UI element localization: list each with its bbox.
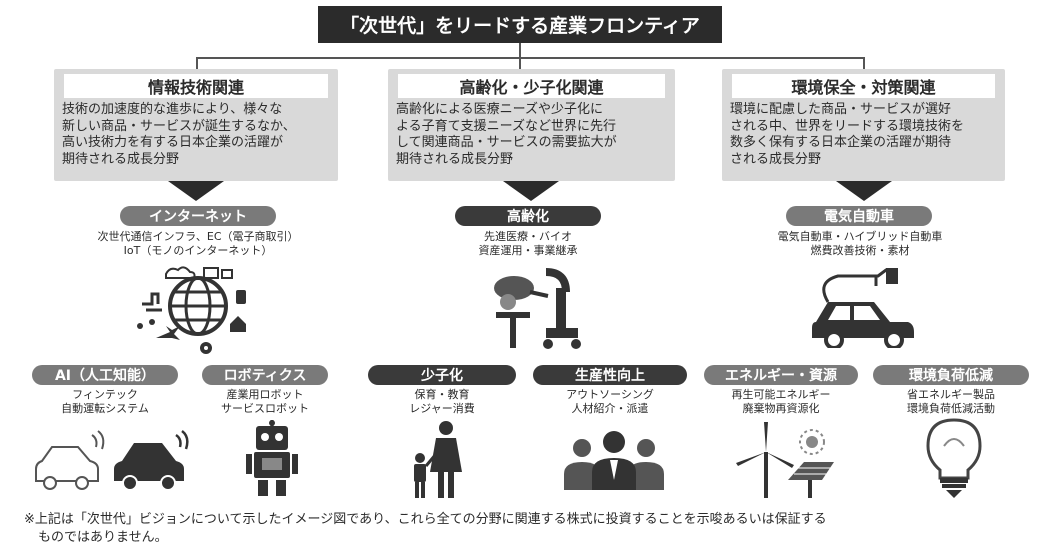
robot-icon bbox=[246, 420, 298, 496]
topic-subtext: 電気自動車・ハイブリッド自動車燃費改善技術・素材 bbox=[777, 230, 943, 257]
topic-pill-aging: 高齢化 bbox=[455, 206, 601, 226]
led-bulb-icon bbox=[926, 418, 982, 498]
topic-subtext: 再生可能エネルギー廃棄物再資源化 bbox=[731, 388, 831, 415]
business-people-icon bbox=[564, 431, 664, 490]
connector-right bbox=[863, 57, 865, 69]
category-title: 環境保全・対策関連 bbox=[732, 74, 995, 98]
category-title: 情報技術関連 bbox=[64, 74, 328, 98]
wind-solar-icon bbox=[736, 422, 834, 498]
category-description: 技術の加速度的な進歩により、様々な新しい商品・サービスが誕生するなか、 高い技術… bbox=[62, 102, 296, 167]
down-arrow-icon bbox=[836, 181, 892, 201]
topic-pill-robotics: ロボティクス bbox=[202, 365, 328, 385]
category-box-aging: 高齢化・少子化関連 高齢化による医療ニーズや少子化による子育て支援ニーズなど世界… bbox=[388, 69, 675, 181]
topic-pill-ev: 電気自動車 bbox=[786, 206, 932, 226]
topic-subtext: 次世代通信インフラ、EC（電子商取引）IoT（モノのインターネット） bbox=[97, 230, 299, 257]
disclaimer-note: ※上記は「次世代」ビジョンについて示したイメージ図であり、これら全ての分野に関連… bbox=[24, 512, 827, 545]
diagram-title: 「次世代」をリードする産業フロンティア bbox=[318, 6, 722, 43]
category-description: 高齢化による医療ニーズや少子化による子育て支援ニーズなど世界に先行 して関連商品… bbox=[396, 102, 617, 167]
topic-subtext: 産業用ロボットサービスロボット bbox=[221, 388, 309, 415]
category-title: 高齢化・少子化関連 bbox=[398, 74, 665, 98]
topic-pill-eco: 環境負荷低減 bbox=[873, 365, 1029, 385]
topic-subtext: 先進医療・バイオ資産運用・事業継承 bbox=[478, 230, 578, 257]
connected-cars-icon bbox=[35, 430, 189, 491]
internet-globe-icon bbox=[137, 266, 246, 354]
topic-pill-ai: AI（人工知能） bbox=[32, 365, 178, 385]
connector-horizontal bbox=[196, 57, 865, 59]
connector-left bbox=[196, 57, 198, 69]
topic-pill-energy: エネルギー・資源 bbox=[704, 365, 858, 385]
category-box-environment: 環境保全・対策関連 環境に配慮した商品・サービスが選好される中、世界をリードする… bbox=[722, 69, 1005, 181]
category-box-it: 情報技術関連 技術の加速度的な進歩により、様々な新しい商品・サービスが誕生するな… bbox=[54, 69, 338, 181]
electric-car-icon bbox=[812, 268, 914, 348]
down-arrow-icon bbox=[168, 181, 224, 201]
topic-pill-productivity: 生産性向上 bbox=[533, 365, 687, 385]
connector-center bbox=[519, 57, 521, 69]
medical-robot-icon bbox=[494, 268, 581, 349]
category-description: 環境に配慮した商品・サービスが選好される中、世界をリードする環境技術を 数多く保… bbox=[730, 102, 965, 167]
topic-subtext: 省エネルギー製品環境負荷低減活動 bbox=[907, 388, 995, 415]
topic-subtext: 保育・教育レジャー消費 bbox=[409, 388, 475, 415]
down-arrow-icon bbox=[503, 181, 559, 201]
connector-stem bbox=[519, 43, 521, 58]
topic-pill-birthrate: 少子化 bbox=[368, 365, 516, 385]
parent-child-icon bbox=[414, 421, 462, 498]
topic-pill-internet: インターネット bbox=[120, 206, 276, 226]
topic-subtext: フィンテック自動運転システム bbox=[61, 388, 149, 415]
topic-subtext: アウトソーシング人材紹介・派遣 bbox=[566, 388, 654, 415]
